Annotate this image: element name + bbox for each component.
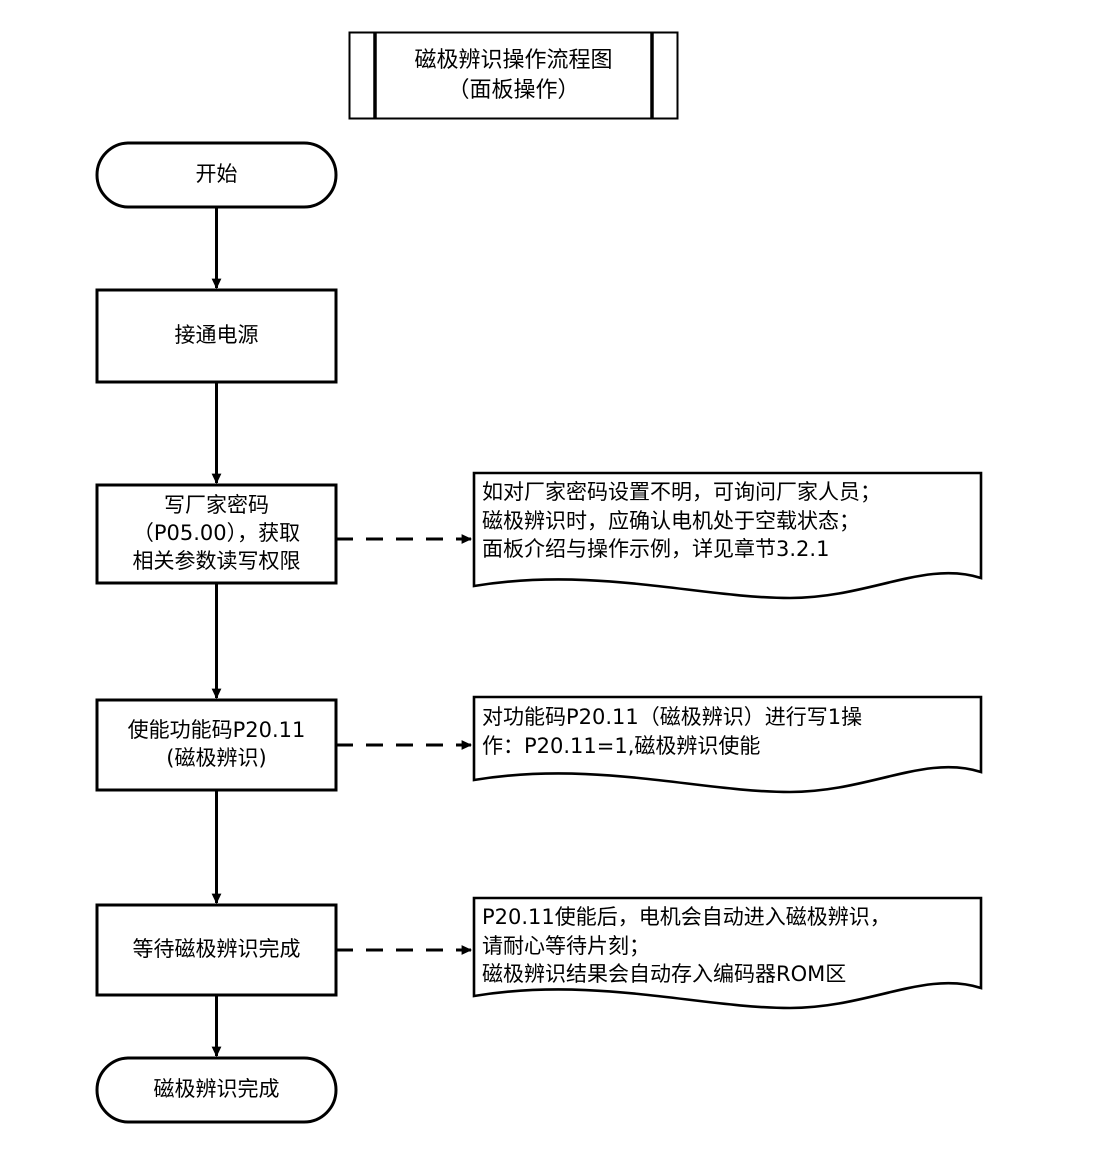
node-wait-complete-shape: [95, 903, 338, 997]
node-power-on-shape: [95, 288, 338, 384]
title-box: [348, 31, 679, 120]
node-start-shape: [95, 141, 338, 209]
note-enable-shape: [472, 695, 983, 794]
node-enable-p2011-shape: [95, 698, 338, 792]
note-wait-shape: [472, 896, 983, 1010]
note-password-shape: [472, 471, 983, 600]
node-end-shape: [95, 1056, 338, 1124]
node-write-factory-password-shape: [95, 483, 338, 585]
